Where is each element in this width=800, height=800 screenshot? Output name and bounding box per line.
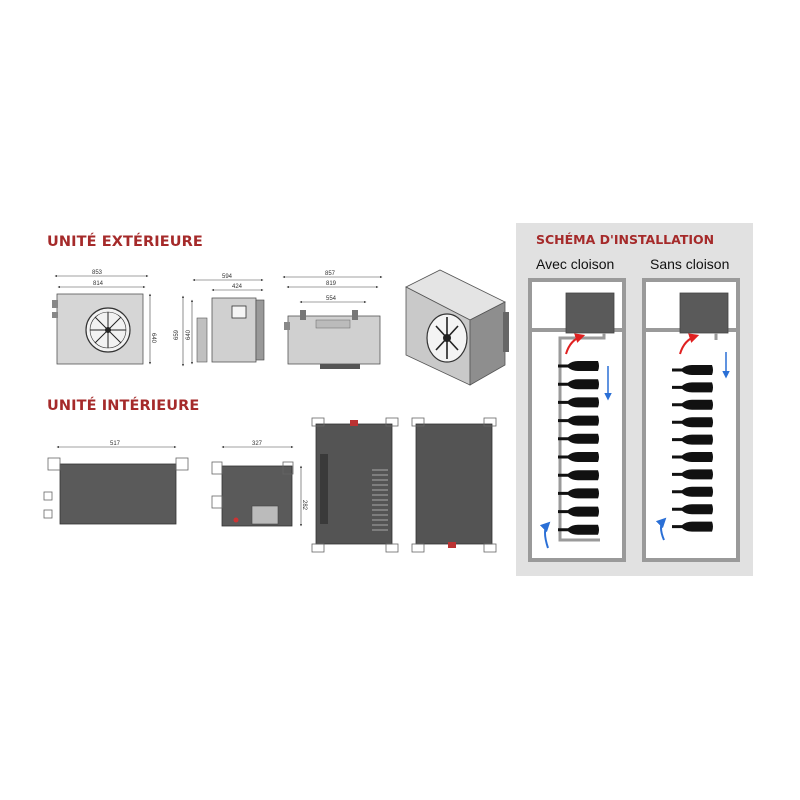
ext-side-depth-outer: 594	[222, 274, 233, 280]
int-front-width: 517	[110, 441, 121, 447]
interior-side-view: 327 282	[211, 441, 307, 527]
wine-bottle	[672, 469, 713, 480]
wine-bottle	[558, 470, 599, 481]
with-partition-label: Avec cloison	[536, 256, 615, 272]
cellar-with-partition	[528, 278, 626, 562]
wine-bottle	[558, 452, 599, 462]
wine-bottle	[672, 521, 713, 532]
wine-bottle	[558, 433, 599, 444]
exterior-3d-view	[405, 269, 509, 386]
hot-air-arrow	[565, 333, 586, 355]
ext-front-width-outer: 853	[92, 270, 103, 276]
evaporator-unit	[679, 292, 729, 334]
return-air-arrow	[539, 521, 551, 549]
wine-bottle	[672, 382, 713, 393]
hot-air-arrow	[679, 333, 700, 355]
wine-bottle	[558, 488, 599, 499]
int-side-depth: 327	[252, 441, 263, 447]
exterior-top-view: 857 819 554	[282, 271, 383, 369]
ext-front-height: 640	[150, 333, 156, 344]
partition	[558, 333, 606, 542]
ext-side-depth-inner: 424	[232, 284, 243, 290]
int-height: 282	[301, 500, 307, 511]
exterior-front-view: 853 814 640	[52, 270, 156, 365]
wine-bottle	[672, 365, 713, 375]
wine-bottle	[672, 504, 713, 515]
wine-bottle	[558, 524, 599, 535]
ext-top-width-inner: 554	[326, 296, 337, 302]
interior-grille-view	[311, 417, 399, 553]
ext-top-width-outer: 857	[325, 271, 336, 277]
return-air-arrow	[655, 517, 667, 541]
interior-front-view: 517	[43, 441, 189, 525]
wine-bottle	[558, 361, 599, 371]
wine-bottle	[672, 486, 713, 497]
interior-unit-title: UNITÉ INTÉRIEURE	[47, 398, 200, 414]
ext-side-height-inner: 640	[186, 329, 192, 340]
wine-bottle	[672, 434, 713, 445]
wine-bottle	[558, 506, 599, 517]
ext-side-height-outer: 659	[174, 329, 180, 340]
installation-title: SCHÉMA D'INSTALLATION	[536, 232, 715, 247]
exterior-side-view: 594 424 659 640	[174, 274, 265, 367]
without-partition-label: Sans cloison	[650, 256, 730, 272]
evaporator-unit	[565, 292, 615, 334]
exterior-unit-title: UNITÉ EXTÉRIEURE	[47, 234, 203, 250]
wine-bottle	[558, 415, 599, 426]
cellar-without-partition	[642, 278, 740, 562]
wine-bottle	[672, 399, 713, 410]
interior-back-view	[411, 417, 497, 553]
wine-bottle	[672, 452, 713, 462]
ext-top-width-mid: 819	[326, 281, 337, 287]
wine-bottle	[672, 417, 713, 428]
wine-bottle	[558, 379, 599, 390]
ext-front-width-inner: 814	[93, 281, 104, 287]
wine-bottle	[558, 397, 599, 408]
